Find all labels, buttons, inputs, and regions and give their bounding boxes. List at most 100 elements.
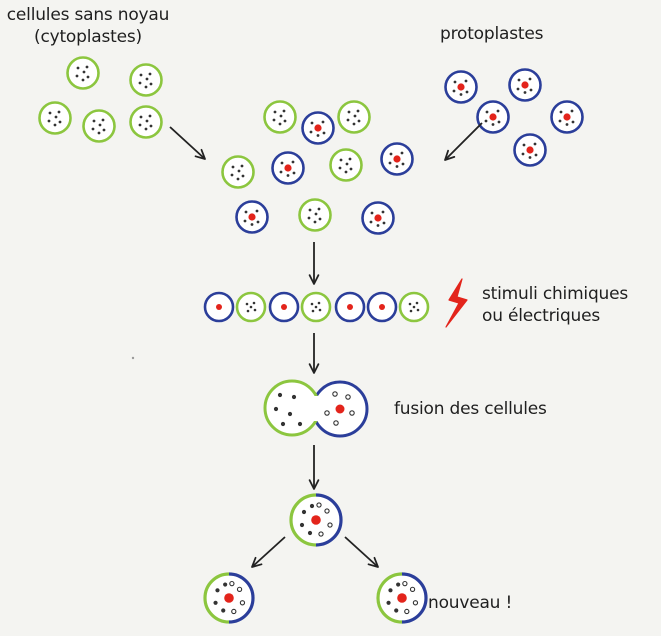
granule [402,580,408,587]
granule [409,586,416,593]
stimuli-label-line2: ou électriques [482,306,601,326]
granule [273,406,279,412]
nucleus [526,146,534,154]
nucleus [521,81,529,89]
granule [58,120,62,124]
granule [496,109,500,113]
granule [149,82,153,86]
nucleus [397,593,407,603]
granule [346,118,350,122]
granule [311,309,315,313]
granule [570,109,574,113]
arrow-icon [169,126,206,160]
granule [231,165,235,169]
protoplast-cell-icon [476,100,510,134]
granule [138,81,142,85]
granule [386,600,391,605]
granule [239,600,246,606]
granule [250,223,254,226]
granule [246,309,250,313]
granule [255,209,259,213]
daughter-cell-right-icon [376,572,428,624]
protoplast-cell-icon [235,200,269,234]
granule [528,77,532,81]
cytoplast-label-line1: cellules sans noyau [6,5,170,25]
cytoplast-cell-icon [337,100,371,134]
nucleus [489,113,497,121]
granule [465,90,469,94]
stimuli-label: stimuli chimiques ou électriques [482,283,628,327]
granule [236,586,243,593]
granule [215,588,220,593]
granule [283,119,287,123]
granule [279,170,283,174]
granule [521,152,525,156]
protoplast-cell-icon [203,291,235,323]
granule [86,75,90,79]
cytoplast-half-membrane [376,572,403,624]
cytoplast-cell-icon [235,291,267,323]
protoplast-cell-icon [361,201,395,235]
granule [382,221,386,225]
granule [91,127,95,131]
protoplast-cell-icon [380,142,414,176]
hybrid-cell-icon [289,493,343,547]
cytoplast-membrane [263,379,321,437]
granule [280,421,286,427]
protoplast-cell-icon [513,133,547,167]
nucleus [457,83,465,91]
granule [322,131,326,135]
granule [53,123,57,127]
granule [395,165,399,168]
granule [345,394,351,400]
granule [291,394,297,400]
granule [369,220,373,224]
granule [517,78,521,82]
granule [313,220,317,224]
granule [327,522,333,528]
granule [48,111,52,115]
granule [236,177,240,181]
granule [307,216,311,220]
granule [339,158,343,162]
granule [92,119,96,123]
cytoplast-cell-icon [66,56,100,90]
granule [76,66,80,70]
granule [318,308,322,312]
granule [54,115,58,119]
granule [282,109,286,113]
granule [241,174,245,178]
granule [409,309,413,313]
cell-membrane [129,63,163,97]
granule [401,162,405,166]
granule [309,503,315,509]
cell-membrane [82,109,116,143]
granule [237,169,241,173]
granule [139,73,143,77]
granule [381,210,385,214]
granule [301,509,307,515]
granule [352,122,356,126]
granule [353,114,357,118]
granule [491,123,495,126]
granule [529,88,533,92]
granule [309,130,313,134]
protoplast-cell-icon [301,111,335,145]
nucleus [374,214,382,222]
nucleus [224,593,234,603]
granule [286,174,290,177]
granule [297,421,303,427]
granule [213,600,218,605]
granule [516,87,520,91]
granule [308,208,312,212]
protoplast-half-membrane [228,572,255,624]
granule [324,508,330,514]
protoplast-cell-icon [268,291,300,323]
granule [348,157,352,161]
granule [528,156,532,159]
nucleus [347,304,353,310]
granule [396,582,401,587]
granule [534,153,538,157]
cytoplast-cell-icon [129,105,163,139]
